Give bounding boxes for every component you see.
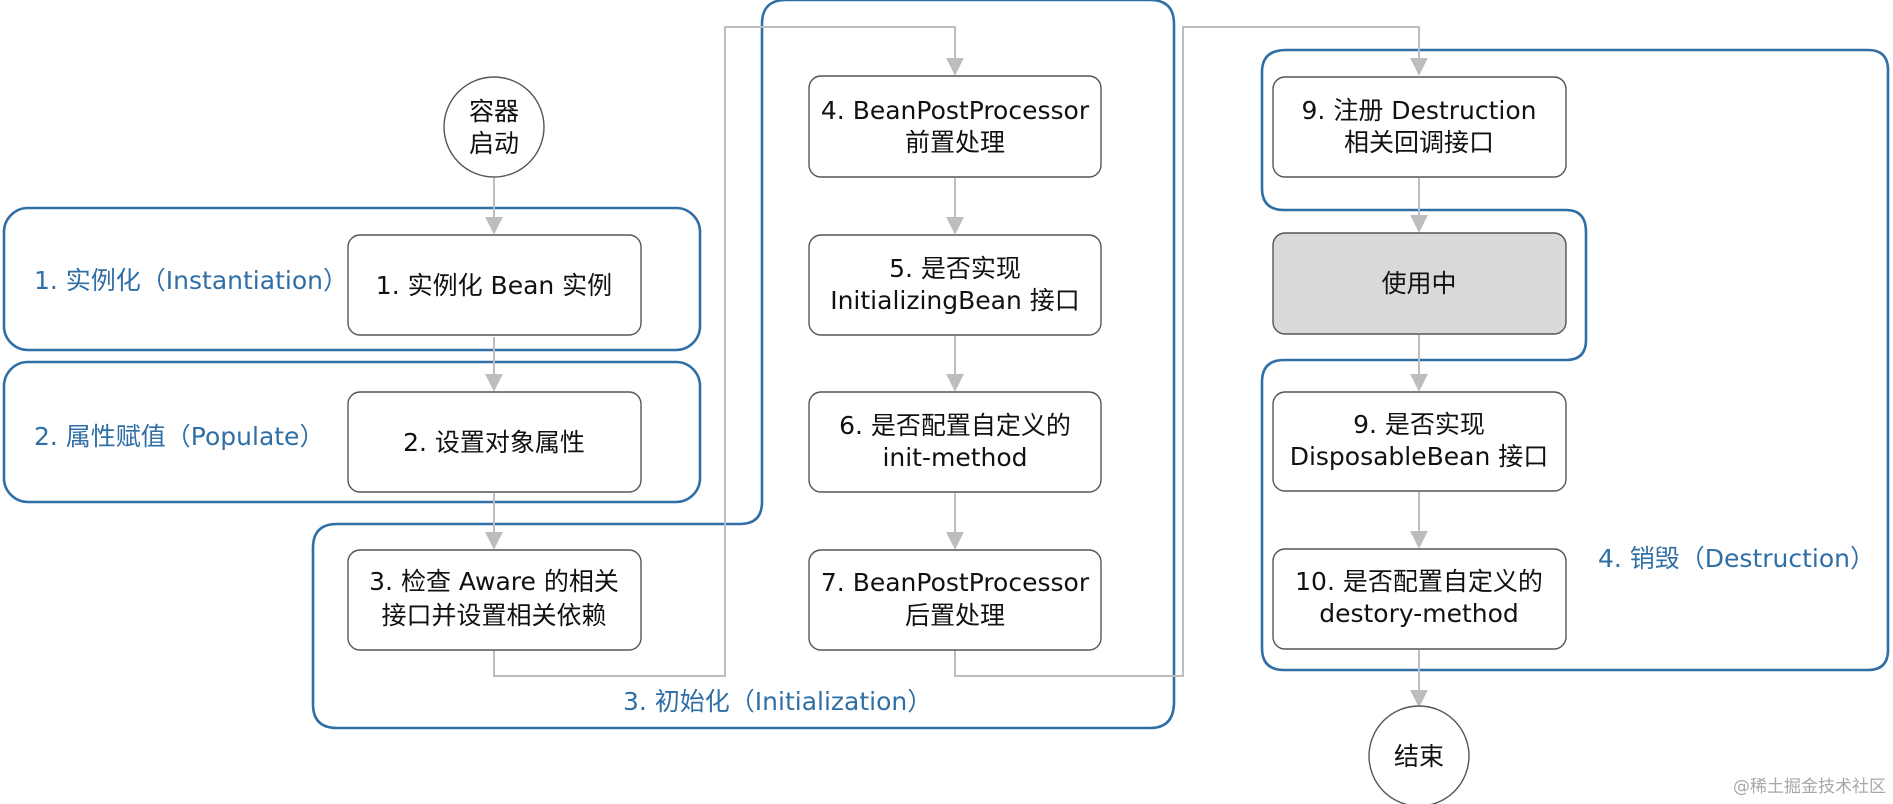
node-initializing-bean-line-1: 5. 是否实现 xyxy=(889,254,1021,283)
node-bpp-before-line-2: 前置处理 xyxy=(905,128,1005,157)
node-disposable-bean-line-1: 9. 是否实现 xyxy=(1353,410,1485,439)
end-label: 结束 xyxy=(1394,742,1444,771)
node-register-destruction: 9. 注册 Destruction 相关回调接口 xyxy=(1272,76,1567,178)
node-check-aware-line-1: 3. 检查 Aware 的相关 xyxy=(369,567,619,596)
node-check-aware: 3. 检查 Aware 的相关 接口并设置相关依赖 xyxy=(347,549,642,651)
node-bpp-before: 4. BeanPostProcessor 前置处理 xyxy=(808,75,1102,178)
node-init-method: 6. 是否配置自定义的 init-method xyxy=(808,391,1102,493)
phase-label-destruction: 4. 销毁（Destruction） xyxy=(1598,544,1875,573)
phase-destruction-outline xyxy=(1260,48,1890,672)
node-set-properties: 2. 设置对象属性 xyxy=(347,391,642,493)
node-disposable-bean: 9. 是否实现 DisposableBean 接口 xyxy=(1272,391,1567,492)
phase-instantiation-outline xyxy=(2,206,702,352)
node-initializing-bean: 5. 是否实现 InitializingBean 接口 xyxy=(808,234,1102,336)
node-in-use: 使用中 xyxy=(1272,232,1567,335)
connector-bpp-after-to-register xyxy=(954,26,1428,677)
phase-label-initialization: 3. 初始化（Initialization） xyxy=(623,687,932,716)
node-destroy-method-line-2: destory-method xyxy=(1319,599,1519,628)
start-label-line-2: 启动 xyxy=(469,129,519,158)
phase-label-instantiation: 1. 实例化（Instantiation） xyxy=(34,266,348,295)
node-init-method-line-2: init-method xyxy=(882,443,1027,472)
node-bpp-after-line-1: 7. BeanPostProcessor xyxy=(821,568,1090,597)
node-destroy-method: 10. 是否配置自定义的 destory-method xyxy=(1272,548,1567,650)
watermark-text: @稀土掘金技术社区 xyxy=(1733,777,1886,797)
node-instantiate-bean-text: 1. 实例化 Bean 实例 xyxy=(376,271,612,300)
node-initializing-bean-line-2: InitializingBean 接口 xyxy=(830,286,1080,315)
node-set-properties-text: 2. 设置对象属性 xyxy=(403,428,585,457)
phase-initialization-outline xyxy=(311,0,1176,730)
start-label-line-1: 容器 xyxy=(469,97,519,126)
phase-populate-outline xyxy=(2,360,702,504)
node-init-method-line-1: 6. 是否配置自定义的 xyxy=(839,411,1071,440)
start-node: 容器 启动 xyxy=(443,76,545,178)
node-disposable-bean-line-2: DisposableBean 接口 xyxy=(1290,442,1549,471)
node-bpp-before-line-1: 4. BeanPostProcessor xyxy=(821,96,1090,125)
connector-aware-to-bpp-before xyxy=(493,26,964,677)
node-register-destruction-line-2: 相关回调接口 xyxy=(1344,128,1494,157)
node-destroy-method-line-1: 10. 是否配置自定义的 xyxy=(1295,567,1543,596)
node-bpp-after: 7. BeanPostProcessor 后置处理 xyxy=(808,549,1102,651)
node-check-aware-line-2: 接口并设置相关依赖 xyxy=(381,601,606,630)
node-instantiate-bean: 1. 实例化 Bean 实例 xyxy=(347,234,642,336)
phase-label-populate: 2. 属性赋值（Populate） xyxy=(34,422,324,451)
node-register-destruction-line-1: 9. 注册 Destruction xyxy=(1302,96,1537,125)
node-in-use-text: 使用中 xyxy=(1381,269,1456,298)
end-node: 结束 xyxy=(1368,705,1470,804)
node-bpp-after-line-2: 后置处理 xyxy=(905,601,1005,630)
